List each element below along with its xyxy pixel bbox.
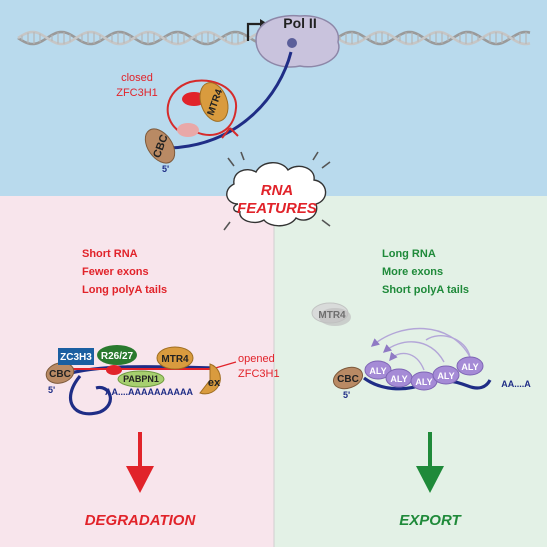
five-prime-right: 5' <box>343 390 350 400</box>
cloud-line-1: RNA <box>261 182 294 199</box>
aly-2-label: ALY <box>390 374 407 384</box>
opened-label-1: opened <box>238 353 275 365</box>
mtr4-top <box>199 82 229 122</box>
rna-features-cloud: RNA FEATURES <box>223 151 331 231</box>
right-feature-3: Short polyA tails <box>382 284 469 296</box>
cloud-line-2: FEATURES <box>237 200 317 217</box>
cbc-top <box>144 128 176 164</box>
aly-4 <box>432 365 460 385</box>
r2627-label: R26/27 <box>101 351 134 362</box>
mtr4-right-label: MTR4 <box>318 310 346 321</box>
aly-arrow-3 <box>389 351 425 371</box>
five-prime-left: 5' <box>48 385 55 395</box>
pabpn1-oval <box>117 370 165 388</box>
polya-right: AA....A <box>501 379 531 389</box>
tss-arrow-icon <box>246 22 262 41</box>
opened-label-2: ZFC3H1 <box>238 368 280 380</box>
export-arrow-icon <box>416 432 444 493</box>
aly-arrow-2 <box>382 341 445 363</box>
left-feature-3: Long polyA tails <box>82 284 167 296</box>
five-prime-top: 5' <box>162 164 169 174</box>
aly-arrow-4 <box>425 335 471 358</box>
closed-complex: MTR4 CBC 5' closed ZFC3H1 <box>116 72 239 174</box>
cbc-left <box>45 362 75 384</box>
nascent-rna <box>169 51 293 150</box>
closed-label-2: ZFC3H1 <box>116 87 158 99</box>
aly-1-label: ALY <box>369 366 386 376</box>
left-rna-loop <box>68 374 112 416</box>
pol2-core-dot <box>287 38 297 48</box>
mtr4-left-label: MTR4 <box>161 354 189 365</box>
aly-5-label: ALY <box>461 362 478 372</box>
right-feature-2: More exons <box>382 266 443 278</box>
degradation-arrow-icon <box>126 432 154 493</box>
polya-left: AA....AAAAAAAAAA <box>105 387 193 397</box>
aly-arrow-1 <box>370 327 471 358</box>
cbc-right-label: CBC <box>337 374 359 385</box>
degradation-label: DEGRADATION <box>85 512 197 529</box>
pol2-complex: Pol II <box>255 14 340 68</box>
aly-3-label: ALY <box>415 377 432 387</box>
zc3h3-box <box>58 348 94 365</box>
aly-1 <box>364 360 392 380</box>
aly-4-label: ALY <box>437 371 454 381</box>
right-complex: MTR4 CBC 5' ALY ALY ALY ALY ALY AA....A <box>311 302 531 400</box>
mtr4-right-shadow <box>319 308 351 326</box>
left-feature-list: Short RNA Fewer exons Long polyA tails <box>82 248 167 296</box>
closed-label-1: closed <box>121 72 153 84</box>
mtr4-left <box>156 346 194 370</box>
right-feature-1: Long RNA <box>382 248 436 260</box>
r2627-oval <box>97 345 137 365</box>
exosome-pacman <box>199 363 221 395</box>
zc3h3-label: ZC3H3 <box>60 352 92 363</box>
right-panel <box>274 196 547 547</box>
pabpn1-label: PABPN1 <box>123 374 159 384</box>
zfc3h1-anchor <box>177 123 199 137</box>
aly-5 <box>456 356 484 376</box>
left-complex: CBC 5' ZC3H3 R26/27 PABPN1 MTR4 ex AA...… <box>45 345 280 416</box>
cbc-left-label: CBC <box>49 369 71 380</box>
pol2-label: Pol II <box>283 15 316 31</box>
ex-label: ex <box>208 377 221 389</box>
zfc3h1-left-node <box>106 365 122 375</box>
left-feature-1: Short RNA <box>82 248 138 260</box>
export-label: EXPORT <box>399 512 462 529</box>
cbc-right <box>332 366 364 390</box>
left-feature-2: Fewer exons <box>82 266 149 278</box>
right-feature-list: Long RNA More exons Short polyA tails <box>382 248 469 296</box>
